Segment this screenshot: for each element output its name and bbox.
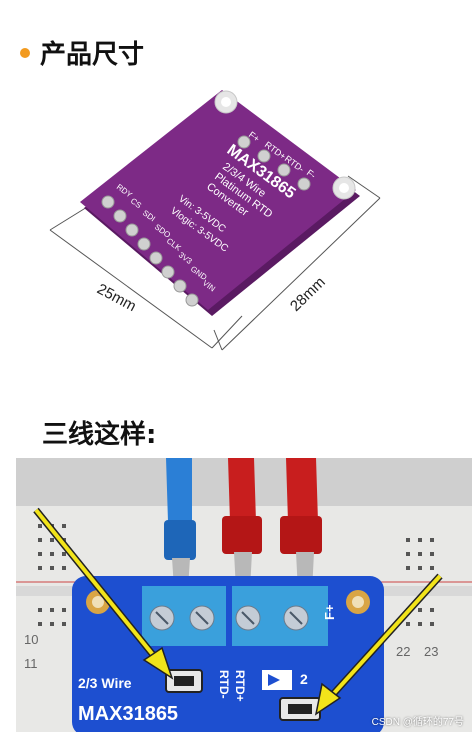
three-wire-photo: 10 11 22 23 (16, 458, 472, 732)
dimension-width: 25mm (94, 281, 139, 316)
row-number-22: 22 (396, 644, 410, 659)
three-wire-photo-drawing: 10 11 22 23 (16, 458, 472, 732)
three-wire-header: 三线这样: (42, 414, 156, 451)
three-wire-title: 三线这样: (42, 420, 157, 450)
wire-mode-label: 2/3 Wire (78, 675, 132, 691)
row-number-10: 10 (24, 632, 38, 647)
f-plus-label: F+ (322, 604, 337, 620)
terminal-block (142, 586, 328, 646)
board-chip-label: MAX31865 (78, 703, 178, 725)
rtd-plus-label: RTD+ (233, 670, 247, 702)
row-number-23: 23 (424, 644, 438, 659)
bullet-icon (20, 47, 30, 58)
dimension-height: 28mm (287, 274, 329, 315)
product-size-header: 产品尺寸 (20, 34, 144, 71)
arrow-right-icon (314, 573, 443, 716)
product-board-image: F+ RTD+ RTD- F- MAX31865 2/3/4 Wire Plat… (49, 90, 381, 351)
product-size-title: 产品尺寸 (40, 40, 145, 70)
csdn-watermark: CSDN @循环的77号 (371, 717, 464, 728)
arrow-left-icon (33, 507, 174, 680)
row-number-11: 11 (24, 656, 38, 671)
rtd-minus-label: RTD- (217, 670, 231, 699)
jumper-2-label: 2 (300, 671, 308, 687)
max31865-board: F+ RTD+ RTD- F- MAX31865 2/3/4 Wire Plat… (80, 90, 360, 316)
